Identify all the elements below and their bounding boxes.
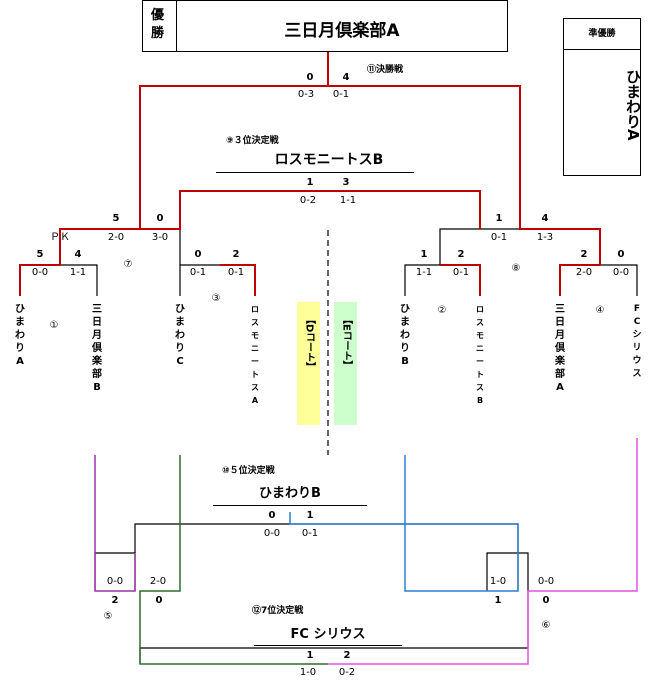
runner-up-name: ひまわりA — [624, 69, 642, 141]
team-name: 三日月倶楽部A — [555, 304, 565, 393]
e-court-label: 【Eコート】 — [334, 302, 357, 425]
third-place-winner: ロスモニートスB — [274, 152, 384, 168]
fifth-place-right-sets: 0-1 — [301, 528, 319, 539]
m3-left-sets: 0-1 — [189, 267, 207, 278]
m6-left-points: 1 — [494, 595, 502, 606]
m2-left-sets: 1-1 — [415, 267, 433, 278]
fifth-place-left-sets: 0-0 — [263, 528, 281, 539]
m8-right-points: 4 — [541, 213, 549, 224]
m6-left-sets: 1-0 — [489, 576, 507, 587]
final-title: ⑪決勝戦 — [367, 65, 404, 75]
m4-right-sets: 0-0 — [612, 267, 630, 278]
team-name: ロスモニートスB — [476, 305, 484, 405]
m2-number: ② — [437, 305, 447, 316]
third-place-underline — [216, 172, 414, 173]
m5-right-sets: 2-0 — [149, 576, 167, 587]
m6-right-sets: 0-0 — [537, 576, 555, 587]
m2-right-sets: 0-1 — [452, 267, 470, 278]
third-place-right-sets: 1-1 — [339, 195, 357, 206]
team-name: FCシリウス — [632, 304, 642, 379]
fifth-place-underline — [213, 505, 367, 506]
m7-right-sets: 3-0 — [151, 232, 169, 243]
m4-left-points: 2 — [580, 249, 588, 260]
third-place-right-points: 3 — [342, 177, 350, 188]
fifth-place-left-points: 0 — [268, 510, 276, 521]
fifth-place-right-points: 1 — [306, 510, 314, 521]
runner-up-label: 準優勝 — [564, 19, 640, 50]
m1-right-sets: 1-1 — [69, 267, 87, 278]
m1-left-sets: 0-0 — [31, 267, 49, 278]
m7-number: ⑦ — [123, 259, 133, 270]
d-court-text: 【Dコート】 — [303, 314, 315, 373]
m7-pk-label: ＰＫ — [50, 232, 70, 243]
m8-left-sets: 0-1 — [490, 232, 508, 243]
m3-right-sets: 0-1 — [227, 267, 245, 278]
team-name: ひまわりA — [15, 304, 25, 367]
seventh-place-winner: FC シリウス — [290, 627, 366, 642]
m7-left-sets: 2-0 — [107, 232, 125, 243]
m5-right-points: 0 — [155, 595, 163, 606]
m1-right-points: 4 — [74, 249, 82, 260]
m4-left-sets: 2-0 — [575, 267, 593, 278]
seventh-place-right-sets: 0-2 — [338, 667, 356, 678]
team-name: ひまわりC — [175, 304, 185, 367]
runner-up-box: 準優勝 ひまわりA — [563, 18, 642, 176]
fifth-place-title: ⑩５位決定戦 — [222, 466, 275, 476]
third-place-title: ⑨３位決定戦 — [226, 136, 279, 146]
m3-right-points: 2 — [232, 249, 240, 260]
seventh-place-left-points: 1 — [306, 650, 314, 661]
team-name: 三日月倶楽部B — [92, 304, 102, 393]
team-name: ロスモニートスA — [251, 305, 259, 405]
m8-right-sets: 1-3 — [536, 232, 554, 243]
champion-name: 三日月倶楽部A — [284, 21, 400, 41]
fifth-place-winner: ひまわりB — [259, 486, 321, 501]
m5-left-points: 2 — [111, 595, 119, 606]
seventh-place-title: ⑫7位決定戦 — [252, 606, 304, 616]
m1-left-points: 5 — [36, 249, 44, 260]
m3-left-points: 0 — [194, 249, 202, 260]
m1-number: ① — [49, 320, 59, 331]
final-right-sets: 0-1 — [332, 89, 350, 100]
seventh-place-left-sets: 1-0 — [299, 667, 317, 678]
m7-left-points: 5 — [112, 213, 120, 224]
final-right-points: 4 — [342, 72, 350, 83]
seventh-place-underline — [254, 645, 402, 646]
champion-box: 優勝 三日月倶楽部A — [142, 0, 508, 52]
m2-left-points: 1 — [420, 249, 428, 260]
m6-right-points: 0 — [542, 595, 550, 606]
m8-number: ⑧ — [511, 263, 521, 274]
e-court-text: 【Eコート】 — [340, 314, 352, 371]
m4-number: ④ — [595, 305, 605, 316]
m3-number: ③ — [211, 293, 221, 304]
m2-right-points: 2 — [457, 249, 465, 260]
third-place-left-points: 1 — [306, 177, 314, 188]
m4-right-points: 0 — [617, 249, 625, 260]
seventh-place-right-points: 2 — [343, 650, 351, 661]
third-place-left-sets: 0-2 — [299, 195, 317, 206]
m6-number: ⑥ — [541, 620, 551, 631]
d-court-label: 【Dコート】 — [297, 302, 320, 425]
final-left-sets: 0-3 — [297, 89, 315, 100]
m7-right-points: 0 — [156, 213, 164, 224]
team-name: ひまわりB — [400, 304, 410, 367]
m8-left-points: 1 — [495, 213, 503, 224]
m5-left-sets: 0-0 — [106, 576, 124, 587]
champion-label: 優勝 — [143, 1, 177, 51]
final-left-points: 0 — [306, 72, 314, 83]
m5-number: ⑤ — [103, 611, 113, 622]
